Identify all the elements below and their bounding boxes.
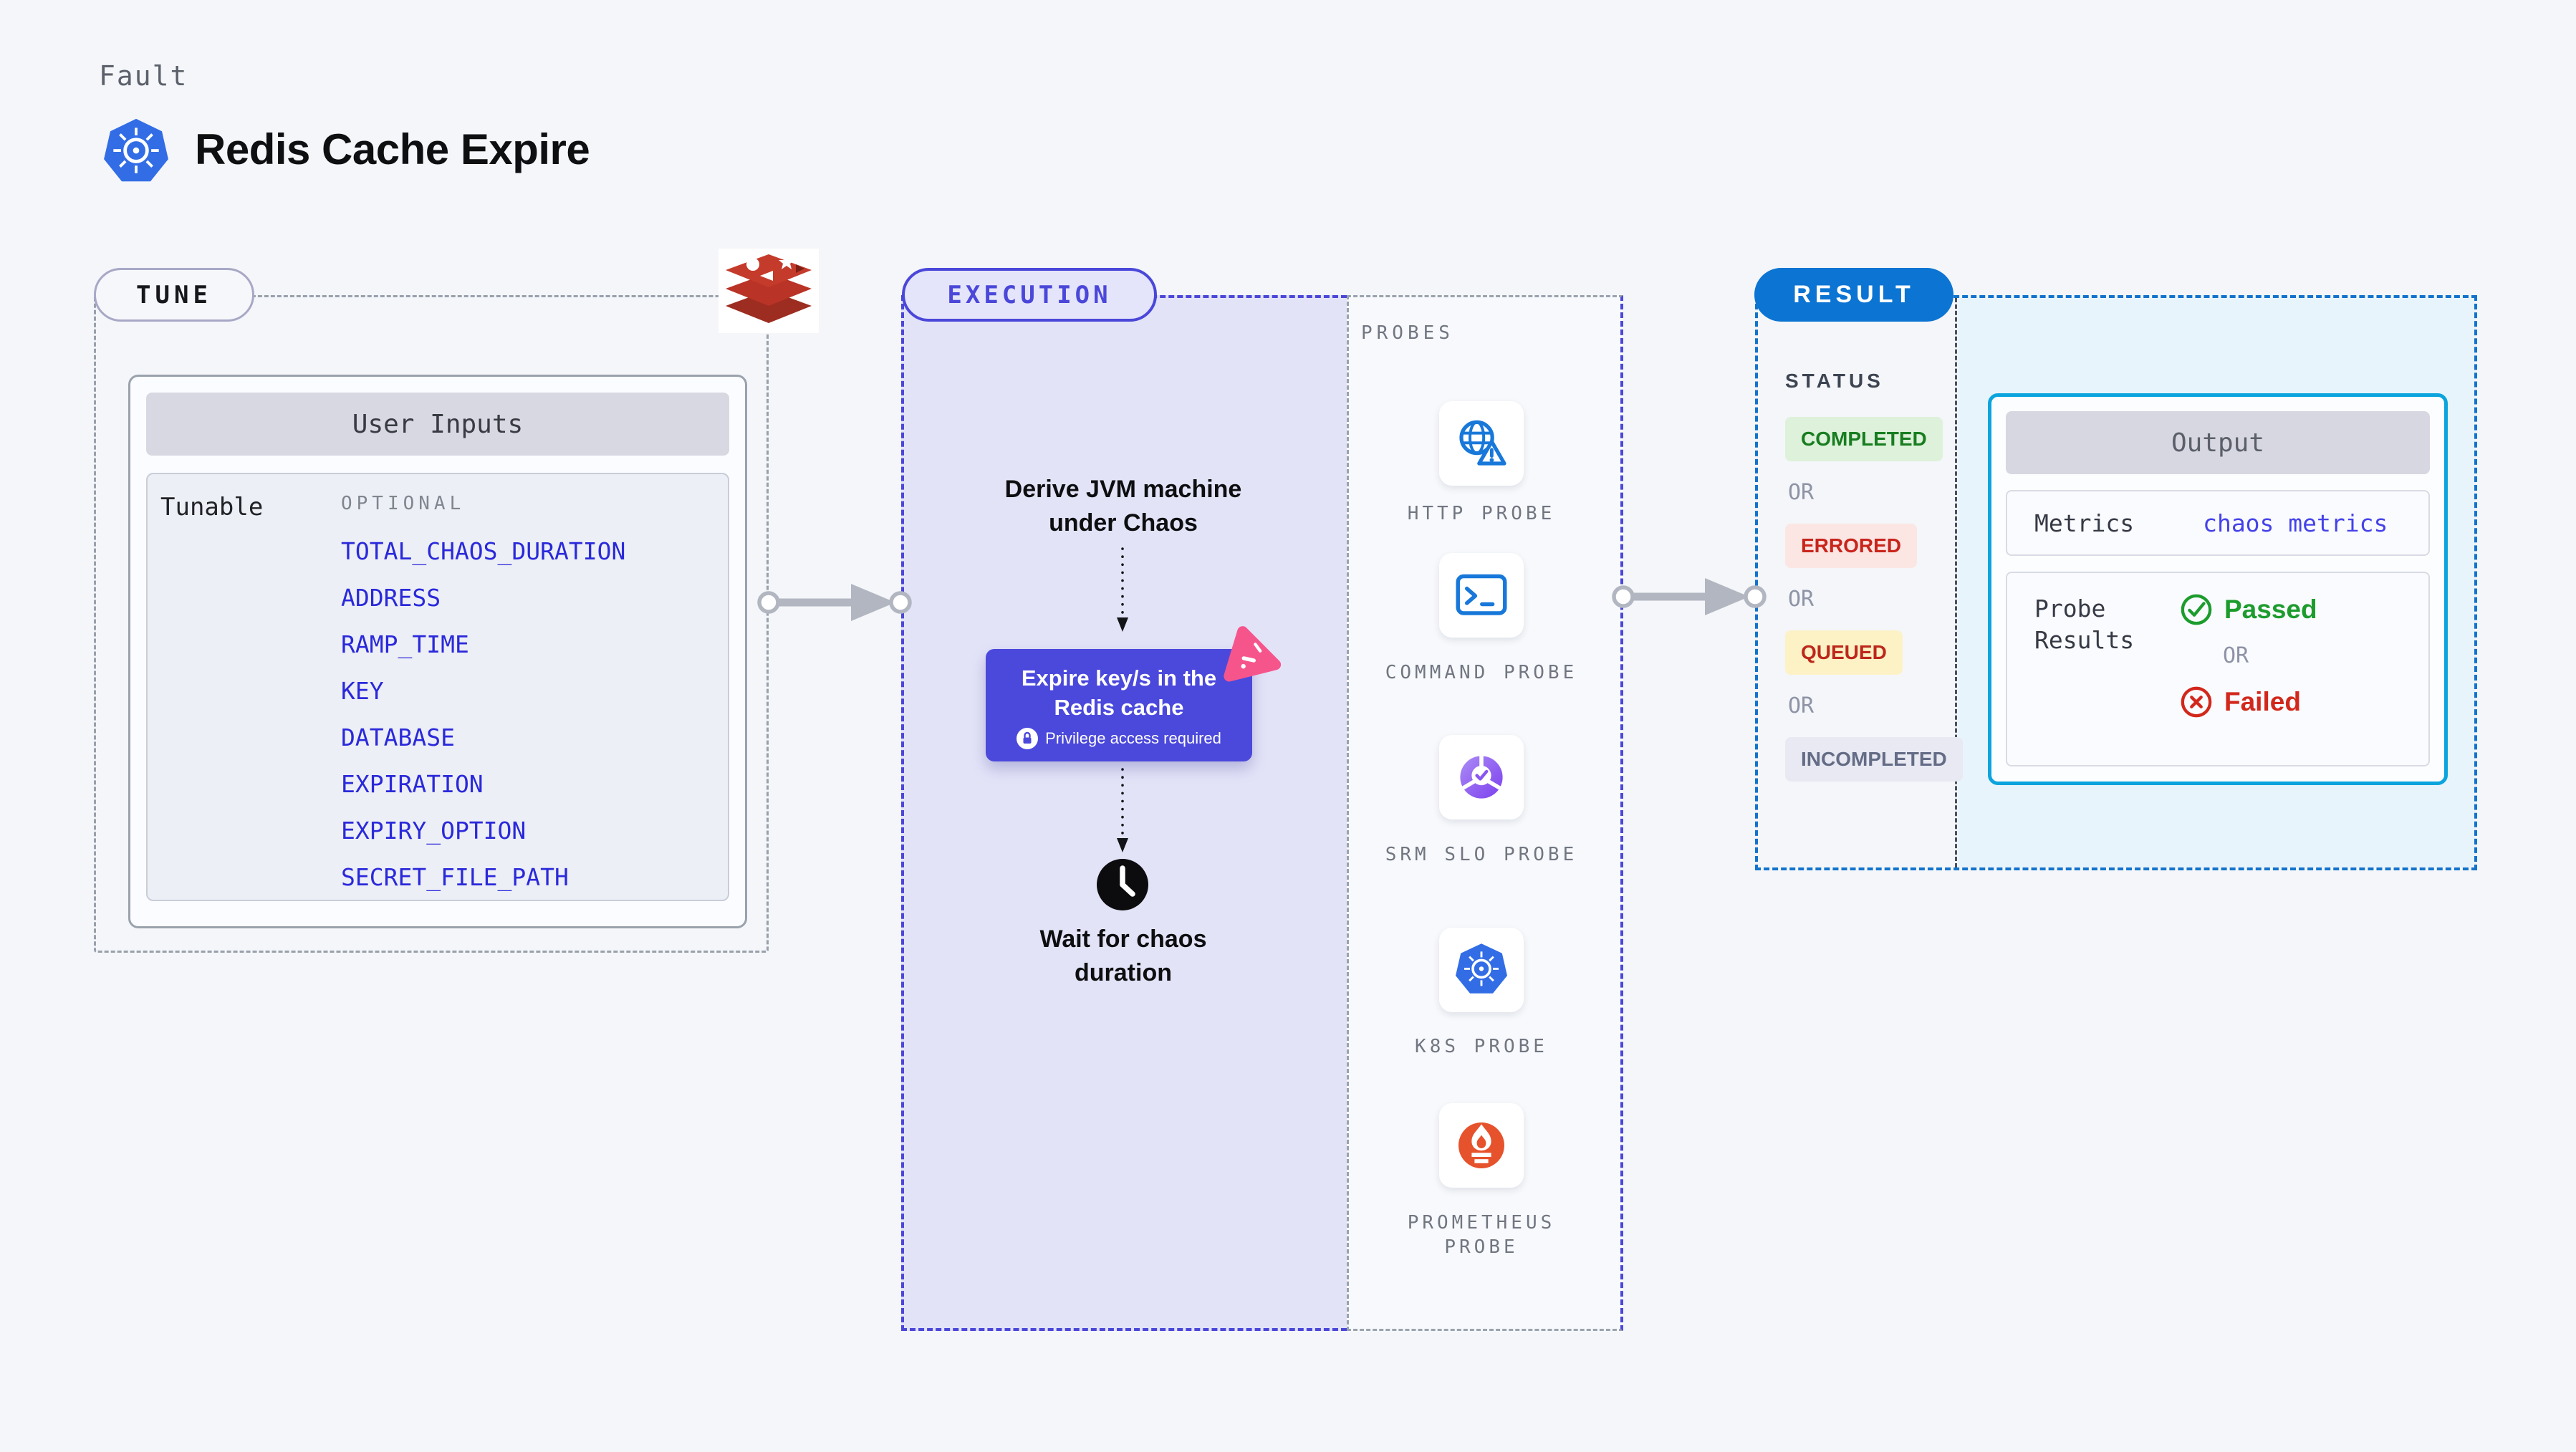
status-label: STATUS bbox=[1785, 370, 1884, 392]
result-badge: RESULT bbox=[1754, 268, 1953, 322]
tune-badge: TUNE bbox=[94, 268, 254, 322]
slo-gauge-icon bbox=[1460, 754, 1503, 799]
input-link-database[interactable]: DATABASE bbox=[341, 723, 455, 751]
prometheus-icon bbox=[1458, 1122, 1504, 1168]
privilege-note: Privilege access required bbox=[986, 728, 1252, 749]
srm-slo-probe-card bbox=[1439, 735, 1524, 819]
status-badge-errored: ERRORED bbox=[1785, 524, 1918, 568]
dotted-arrow-down-icon bbox=[1117, 768, 1128, 852]
command-probe-label: COMMAND PROBE bbox=[1385, 662, 1578, 683]
globe-alert-icon bbox=[1459, 420, 1506, 466]
k8s-probe-card bbox=[1439, 928, 1524, 1012]
status-badge-completed: COMPLETED bbox=[1785, 417, 1943, 461]
prometheus-probe-label: PROMETHEUS PROBE bbox=[1407, 1212, 1556, 1258]
terminal-icon bbox=[1456, 574, 1507, 615]
chaos-action-box: Expire key/s in the Redis cache Privileg… bbox=[986, 649, 1252, 761]
arrow-execution-to-result bbox=[1612, 578, 1767, 615]
input-link-key[interactable]: KEY bbox=[341, 677, 384, 705]
result-divider bbox=[1955, 298, 1957, 867]
execution-badge: EXECUTION bbox=[902, 268, 1157, 322]
user-inputs-card: User Inputs Tunable OPTIONAL TOTAL_CHAOS… bbox=[128, 375, 747, 928]
metrics-value: chaos metrics bbox=[2203, 509, 2388, 537]
metrics-label: Metrics bbox=[2034, 509, 2135, 537]
or-label: OR bbox=[1788, 587, 1815, 612]
dotted-arrow-down-icon bbox=[1117, 547, 1128, 632]
output-title: Output bbox=[2006, 411, 2430, 474]
chaos-pink-badge-icon bbox=[1224, 626, 1282, 682]
status-column: STATUS COMPLETED OR ERRORED OR QUEUED OR… bbox=[1785, 370, 1963, 782]
probe-result-passed: Passed bbox=[2180, 593, 2317, 626]
input-link-address[interactable]: ADDRESS bbox=[341, 584, 441, 612]
kubernetes-icon bbox=[104, 118, 168, 182]
tunable-label: Tunable bbox=[160, 493, 264, 521]
result-section bbox=[1755, 295, 2477, 870]
execution-section bbox=[901, 295, 1347, 1331]
step-derive-chaos: Derive JVM machine under Chaos bbox=[1004, 476, 1242, 537]
input-link-ramp-time[interactable]: RAMP_TIME bbox=[341, 630, 469, 658]
page-title: Redis Cache Expire bbox=[195, 125, 590, 173]
or-label: OR bbox=[1788, 693, 1815, 718]
probe-result-failed: Failed bbox=[2180, 686, 2317, 718]
probes-label: PROBES bbox=[1361, 322, 1454, 344]
probe-results-label: Probe Results bbox=[2034, 595, 2135, 654]
lock-icon bbox=[1017, 728, 1039, 749]
command-probe-card bbox=[1439, 553, 1524, 638]
redis-icon bbox=[719, 249, 819, 333]
clock-icon bbox=[1097, 859, 1148, 910]
input-link-expiration[interactable]: EXPIRATION bbox=[341, 770, 484, 798]
http-probe-label: HTTP PROBE bbox=[1407, 503, 1556, 524]
tunable-panel: Tunable OPTIONAL TOTAL_CHAOS_DURATION AD… bbox=[146, 473, 729, 901]
http-probe-card bbox=[1439, 401, 1524, 486]
k8s-probe-label: K8S PROBE bbox=[1415, 1036, 1548, 1057]
x-circle-icon bbox=[2181, 686, 2212, 718]
srm-slo-probe-label: SRM SLO PROBE bbox=[1385, 844, 1578, 865]
check-circle-icon bbox=[2181, 594, 2212, 625]
output-card: Output Metrics chaos metrics Probe Resul… bbox=[1988, 393, 2448, 785]
metrics-row: Metrics chaos metrics bbox=[2006, 490, 2430, 556]
user-inputs-title: User Inputs bbox=[146, 393, 729, 456]
fault-kicker: Fault bbox=[99, 60, 188, 92]
status-badge-queued: QUEUED bbox=[1785, 630, 1903, 675]
optional-label: OPTIONAL bbox=[341, 493, 466, 514]
prometheus-probe-card bbox=[1439, 1103, 1524, 1188]
kubernetes-icon bbox=[1456, 943, 1507, 994]
input-link-total-chaos-duration[interactable]: TOTAL_CHAOS_DURATION bbox=[341, 537, 626, 565]
tune-section bbox=[94, 295, 769, 953]
input-link-expiry-option[interactable]: EXPIRY_OPTION bbox=[341, 817, 527, 845]
probe-results-row: Probe Results Passed OR Faile bbox=[2006, 572, 2430, 766]
step-wait-duration: Wait for chaos duration bbox=[1039, 925, 1207, 986]
or-label: OR bbox=[1788, 480, 1815, 505]
status-badge-incompleted: INCOMPLETED bbox=[1785, 737, 1963, 782]
or-label: OR bbox=[2223, 643, 2249, 668]
arrow-tune-to-execution bbox=[757, 584, 912, 621]
input-link-secret-file-path[interactable]: SECRET_FILE_PATH bbox=[341, 863, 569, 891]
